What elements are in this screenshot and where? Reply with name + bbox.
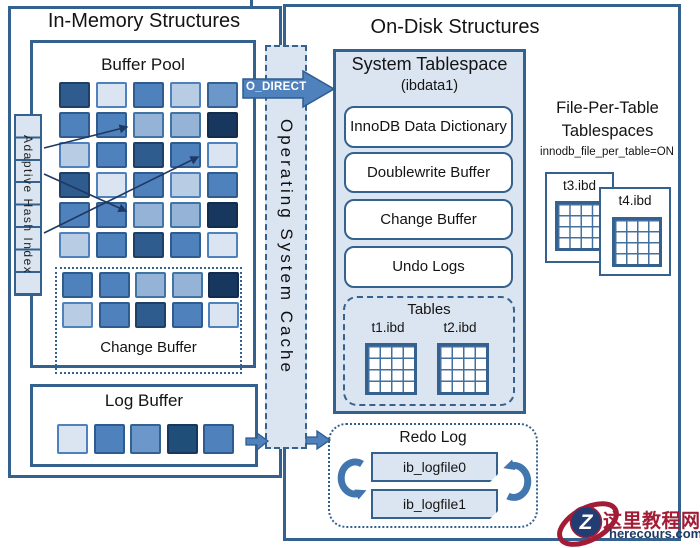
logo-letter: Z (579, 511, 594, 534)
redo-log-label: Redo Log (399, 429, 467, 446)
memory-page-cell (96, 172, 127, 198)
log-buffer-title: Log Buffer (104, 391, 184, 410)
t1-ibd-label: t1.ibd (371, 320, 405, 335)
component-change-buffer: Change Buffer (344, 199, 513, 240)
watermark: Z 这里教程网 herecours.com (545, 472, 700, 548)
system-tablespace-title: System Tablespace (351, 54, 508, 74)
component-innodb-data-dictionary: InnoDB Data Dictionary (344, 106, 513, 148)
tables-label: Tables (407, 301, 451, 318)
file-per-table-note: innodb_file_per_table=ON (540, 146, 674, 158)
tables-box (343, 296, 515, 406)
watermark-cn-text: 这里教程网 (603, 511, 700, 532)
memory-page-cell (62, 272, 93, 298)
memory-page-cell (170, 202, 201, 228)
memory-page-cell (98, 302, 130, 328)
memory-page-cell (96, 112, 127, 138)
memory-page-cell (170, 232, 201, 258)
memory-page-cell (135, 272, 166, 298)
memory-page-cell (133, 82, 164, 108)
memory-page-cell (171, 272, 203, 298)
memory-page-cell (96, 202, 127, 228)
memory-page-cell (171, 302, 203, 328)
memory-page-cell (133, 202, 164, 228)
adaptive-hash-index-label: Adaptive Hash Index (21, 135, 35, 275)
file-per-table-title-line2: Tablespaces (561, 122, 654, 140)
o-direct-label: O_DIRECT (246, 81, 307, 93)
log-buffer-grid (57, 424, 234, 454)
memory-page-cell (170, 112, 201, 138)
memory-page-cell (59, 202, 90, 228)
t4-ibd-label: t4.ibd (618, 193, 652, 208)
memory-page-cell (135, 302, 166, 328)
memory-page-cell (207, 232, 238, 258)
memory-page-cell (59, 172, 90, 198)
memory-page-cell (207, 142, 238, 168)
memory-page-cell (93, 424, 125, 454)
memory-page-cell (57, 424, 88, 454)
memory-page-cell (166, 424, 198, 454)
table-grid-icon (437, 343, 489, 395)
t4-ibd-box: t4.ibd (599, 187, 671, 276)
memory-page-cell (59, 82, 90, 108)
memory-page-cell (208, 302, 239, 328)
memory-page-cell (96, 82, 127, 108)
memory-page-cell (170, 172, 201, 198)
buffer-pool-title: Buffer Pool (101, 55, 185, 74)
component-undo-logs: Undo Logs (344, 246, 513, 288)
in-memory-title: In-Memory Structures (47, 10, 241, 32)
t3-ibd-label: t3.ibd (562, 178, 597, 193)
memory-page-cell (207, 172, 238, 198)
memory-page-cell (207, 112, 238, 138)
ib-logfile1-box: ib_logfile1 (371, 489, 498, 519)
memory-page-cell (62, 302, 93, 328)
memory-page-cell (207, 202, 238, 228)
memory-page-cell (59, 112, 90, 138)
memory-page-cell (170, 142, 201, 168)
change-buffer-grid (62, 272, 239, 328)
table-grid-icon (612, 217, 662, 267)
memory-page-cell (96, 142, 127, 168)
memory-page-cell (133, 172, 164, 198)
ib-logfile0-box: ib_logfile0 (371, 452, 498, 482)
site-logo: Z (557, 501, 619, 547)
on-disk-title: On-Disk Structures (370, 16, 540, 38)
adaptive-hash-index-box: Adaptive Hash Index (14, 114, 42, 296)
buffer-pool-grid (59, 82, 238, 258)
memory-page-cell (59, 142, 90, 168)
memory-page-cell (203, 424, 234, 454)
component-doublewrite-buffer: Doublewrite Buffer (344, 152, 513, 193)
change-buffer-label: Change Buffer (100, 339, 197, 356)
operating-system-cache-bar: Operating System Cache (265, 45, 307, 449)
table-grid-icon (555, 201, 606, 251)
memory-page-cell (133, 142, 164, 168)
table-grid-icon (365, 343, 417, 395)
memory-page-cell (130, 424, 161, 454)
top-connector-stub (250, 0, 253, 9)
memory-page-cell (133, 112, 164, 138)
memory-page-cell (133, 232, 164, 258)
operating-system-cache-label: Operating System Cache (277, 119, 296, 375)
file-per-table-title-line1: File-Per-Table (556, 99, 659, 117)
memory-page-cell (96, 232, 127, 258)
memory-page-cell (170, 82, 201, 108)
watermark-site-text: herecours.com (609, 526, 700, 541)
memory-page-cell (208, 272, 239, 298)
memory-page-cell (59, 232, 90, 258)
memory-page-cell (207, 82, 238, 108)
t2-ibd-label: t2.ibd (443, 320, 477, 335)
memory-page-cell (98, 272, 130, 298)
system-tablespace-subtitle: (ibdata1) (400, 78, 459, 94)
change-buffer-box (55, 267, 242, 374)
